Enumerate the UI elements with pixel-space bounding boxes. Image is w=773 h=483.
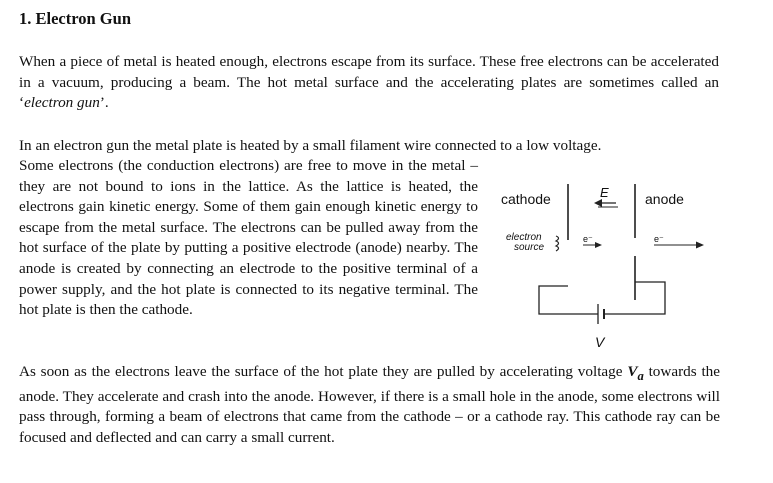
section-heading: 1. Electron Gun	[19, 9, 131, 28]
paragraph-electron-gun-intro: When a piece of metal is heated enough, …	[19, 52, 719, 114]
electron-arrowhead-beam	[696, 241, 704, 249]
intro-text: When a piece of metal is heated enough, …	[19, 53, 719, 112]
field-label: E	[600, 185, 609, 200]
paragraph-accelerating-voltage: As soon as the electrons leave the surfa…	[19, 362, 720, 448]
electron-past-anode: e⁻	[654, 234, 664, 244]
electron-gun-term: electron gun	[24, 94, 100, 112]
circuit-wire-right	[604, 281, 666, 315]
cathode-label: cathode	[501, 191, 551, 207]
anode-label: anode	[645, 191, 684, 207]
circuit-wire-left	[538, 285, 598, 315]
paragraph-filament-first-line: In an electron gun the metal plate is he…	[19, 137, 602, 154]
voltage-symbol-subscript: a	[637, 369, 644, 384]
voltage-symbol: V	[627, 363, 638, 380]
voltage-label: V	[595, 334, 606, 350]
filament-coil-icon	[554, 235, 560, 252]
accelerating-text: As soon as the electrons leave the surfa…	[19, 363, 628, 380]
source-label-line1: electron	[506, 232, 542, 243]
accelerating-text-end: towards the anode. They accelerate and c…	[19, 363, 721, 446]
intro-text-end: ’.	[99, 94, 109, 112]
source-label-line2: source	[514, 242, 544, 253]
electron-near-cathode: e⁻	[583, 234, 593, 244]
electron-arrowhead-cathode	[595, 242, 602, 248]
paragraph-filament-body: Some electrons (the conduction electrons…	[19, 157, 478, 319]
electron-gun-diagram: E cathode anode electron source e⁻ e⁻ V	[501, 184, 704, 350]
field-arrowhead	[594, 199, 602, 207]
